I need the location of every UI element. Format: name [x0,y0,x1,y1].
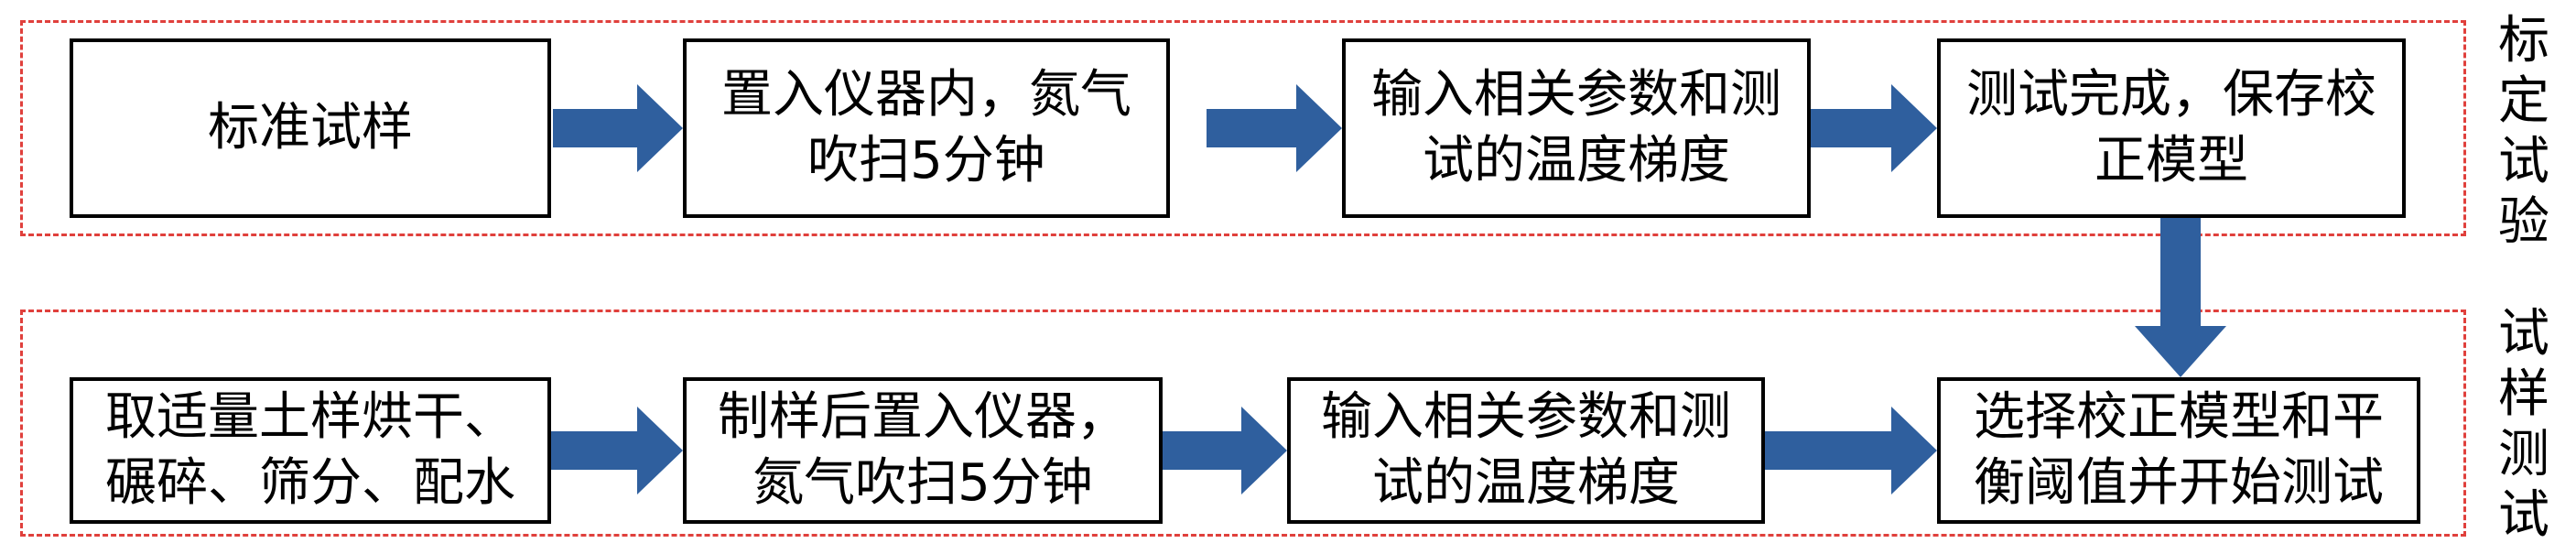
step-input-parameters: 输入相关参数和测试的温度梯度 [1342,38,1811,218]
step-save-calibration-model: 测试完成，保存校正模型 [1937,38,2406,218]
calibration-group-frame [20,20,2466,236]
arrow-right-icon [1765,407,1937,494]
step-input-parameters-test: 输入相关参数和测试的温度梯度 [1287,377,1765,524]
step-prepare-and-purge: 制样后置入仪器，氮气吹扫5分钟 [683,377,1163,524]
calibration-group-label: 标 定 试 验 [2498,11,2549,252]
arrow-right-icon [553,84,683,172]
step-load-and-purge: 置入仪器内，氮气吹扫5分钟 [683,38,1170,218]
arrow-right-icon [1811,84,1937,172]
arrow-right-icon [1163,407,1287,494]
step-standard-sample: 标准试样 [70,38,551,218]
arrow-right-icon [1207,84,1342,172]
sample-test-group-label: 试 样 测 试 [2498,304,2549,545]
step-prepare-soil-sample: 取适量土样烘干、碾碎、筛分、配水 [70,377,551,524]
step-select-model-and-start: 选择校正模型和平衡阈值并开始测试 [1937,377,2420,524]
arrow-down-icon [2135,218,2226,377]
sample-test-group-frame [20,310,2466,537]
arrow-right-icon [551,407,683,494]
